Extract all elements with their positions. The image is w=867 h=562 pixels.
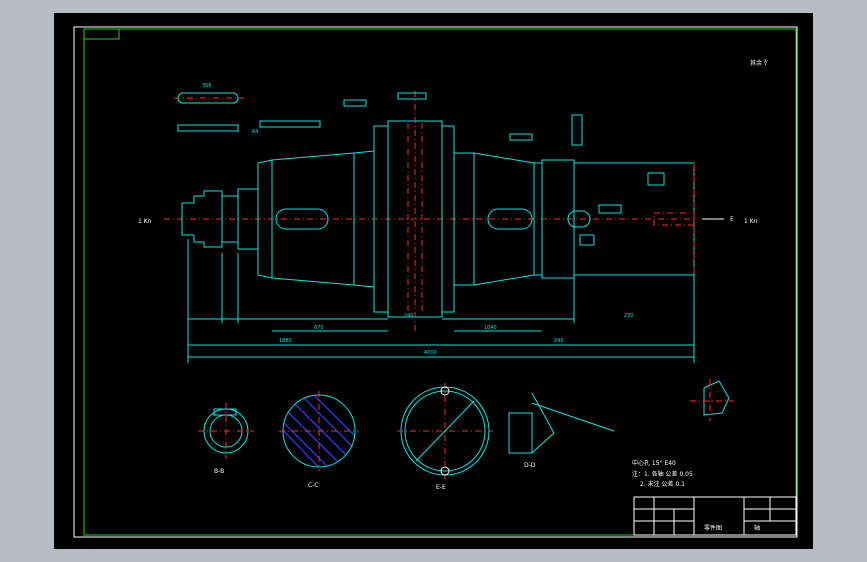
svg-text:356: 356	[202, 83, 212, 89]
dim-collar: 240	[404, 313, 414, 319]
section-bb: B-B	[198, 403, 254, 475]
dim-right: 240	[554, 338, 564, 344]
svg-text:64: 64	[252, 129, 258, 135]
title-block	[633, 496, 797, 536]
svg-text:E-E: E-E	[436, 484, 446, 491]
sheet-border	[73, 26, 798, 538]
note-line-3: 2. 未注 公差 0.1	[640, 480, 685, 488]
keyway-end	[567, 210, 591, 228]
dim-total: 4000	[424, 350, 437, 356]
roughness-note: 其余 ∛	[750, 59, 768, 67]
load-left: 1 Kn	[138, 218, 152, 225]
dim-left: 1880	[279, 338, 292, 344]
section-dd: D-D	[508, 392, 615, 469]
corner-tag	[83, 28, 120, 40]
drawing-viewport[interactable]: 其余 ∛	[54, 13, 813, 549]
inner-border	[83, 28, 797, 536]
detail-view	[690, 379, 734, 421]
note-line-1: 中心孔 15° E40	[632, 459, 676, 467]
dim-mid2: 1040	[484, 325, 497, 331]
step-lines	[221, 121, 575, 317]
svg-text:B-B: B-B	[214, 468, 224, 475]
leader-tags	[259, 92, 583, 146]
arrow-e: E	[730, 216, 734, 223]
shaft-drawing: 其余 ∛	[73, 26, 798, 538]
load-right: 1 Kn	[744, 218, 758, 225]
keyway-left	[275, 208, 329, 230]
note-line-2: 注：1. 各轴 公差 0.05	[632, 470, 693, 478]
svg-text:C-C: C-C	[308, 482, 319, 489]
section-cc: C-C	[279, 391, 359, 489]
part-text: 轴	[754, 524, 760, 532]
svg-text:D-D: D-D	[524, 462, 536, 469]
section-ee: E-E	[397, 383, 493, 491]
title-text: 零件图	[704, 524, 722, 532]
dim-end: 230	[624, 313, 634, 319]
dim-mid: 670	[314, 325, 324, 331]
dimension-lines	[187, 239, 695, 363]
keyway-right	[487, 208, 533, 230]
